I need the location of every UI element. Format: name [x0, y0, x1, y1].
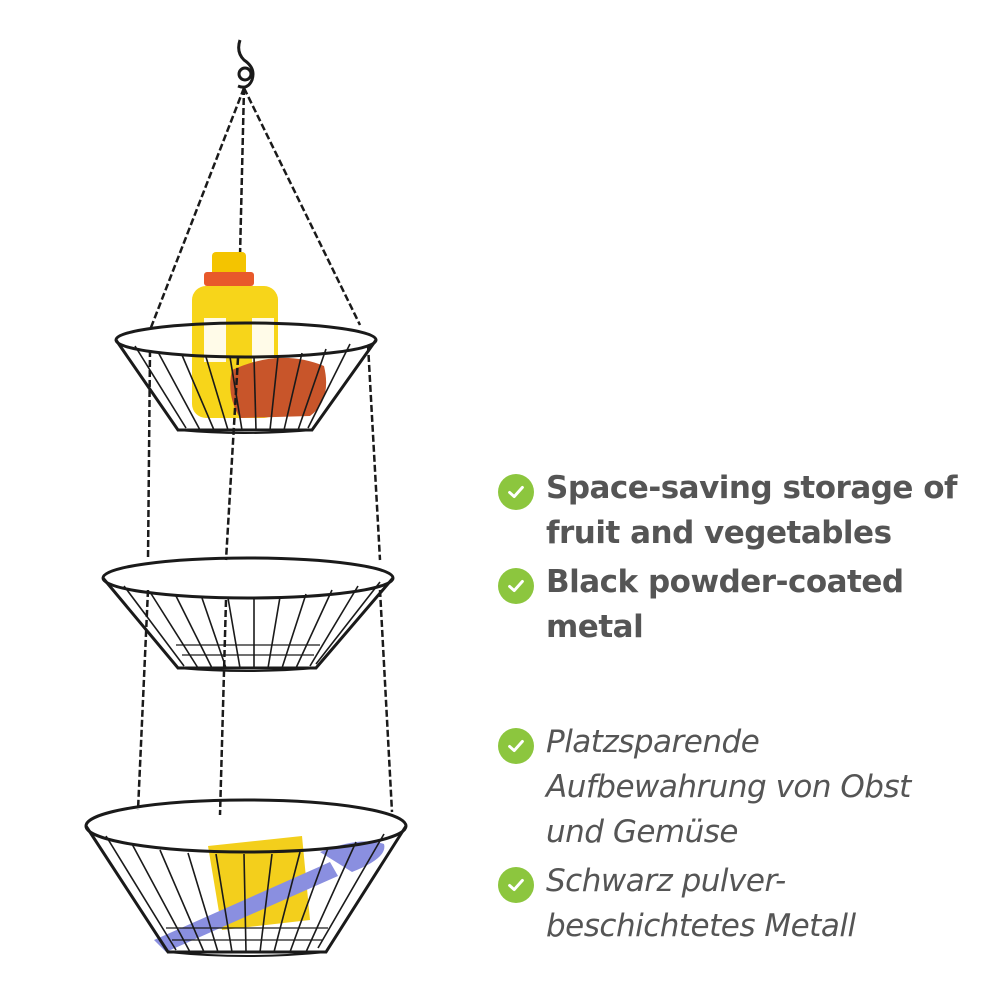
- feature-text: Black powder-coated metal: [546, 564, 904, 645]
- top-basket: [114, 321, 378, 434]
- bottom-basket: [84, 798, 408, 957]
- feature-list: Space-saving storage of fruit and vegeta…: [498, 466, 978, 949]
- bottom-chains: [136, 589, 394, 816]
- feature-item: Schwarz pulver- beschichtetes Metall: [498, 859, 978, 949]
- check-circle-icon: [498, 867, 534, 903]
- middle-chains: [146, 344, 382, 561]
- feature-text: Platzsparende Aufbewahrung von Obst und …: [546, 724, 911, 850]
- feature-item: Platzsparende Aufbewahrung von Obst und …: [498, 720, 978, 855]
- feature-text: Schwarz pulver- beschichtetes Metall: [546, 863, 856, 944]
- check-circle-icon: [498, 728, 534, 764]
- check-circle-icon: [498, 474, 534, 510]
- product-photo: [84, 39, 408, 957]
- feature-text: Space-saving storage of fruit and vegeta…: [546, 470, 958, 551]
- middle-basket: [101, 556, 395, 672]
- check-circle-icon: [498, 568, 534, 604]
- feature-item: Black powder-coated metal: [498, 560, 978, 650]
- hanging-hook: [237, 39, 255, 89]
- feature-item: Space-saving storage of fruit and vegeta…: [498, 466, 978, 556]
